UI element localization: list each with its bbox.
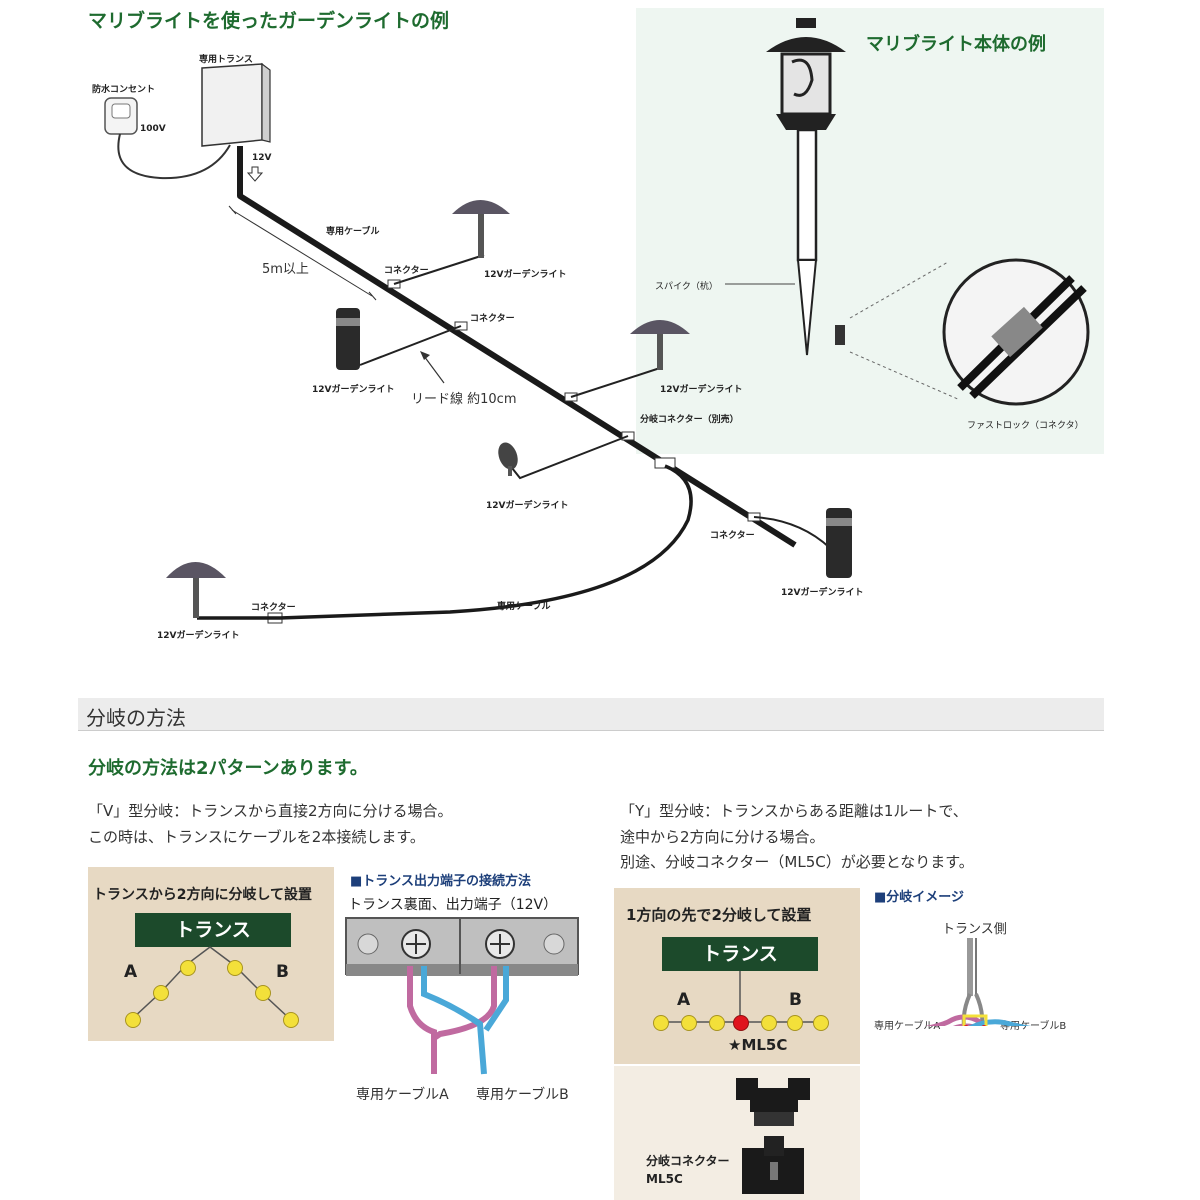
branch-connector-label-2: ML5C <box>646 1172 683 1186</box>
body-example-title: マリブライト本体の例 <box>866 34 1046 55</box>
branch-image-cable-b: 専用ケーブルB <box>1000 1021 1067 1032</box>
cable-label-1: 専用ケーブル <box>326 227 380 237</box>
outlet-label: 防水コンセント <box>92 85 156 95</box>
v-dot <box>125 1012 141 1028</box>
connector-label-3: コネクター <box>710 531 755 541</box>
branch-connector-label: 分岐コネクター（別売） <box>640 415 739 425</box>
v-panel-title: トランスから2方向に分岐して設置 <box>93 887 313 903</box>
y-description-1: 「Y」型分岐：トランスからある距離は1ルートで、 <box>620 802 968 820</box>
section-header: 分岐の方法 <box>86 706 186 730</box>
v-transformer-box: トランス <box>135 913 291 947</box>
y-panel-title: 1方向の先で2分岐して設置 <box>626 906 812 924</box>
branch-image-diagram <box>925 938 1032 1026</box>
y-dot <box>787 1015 803 1031</box>
mushroom-light-icon <box>166 562 226 618</box>
outlet-icon <box>104 97 138 135</box>
v-dot <box>153 985 169 1001</box>
v-dot <box>227 960 243 976</box>
connector-label-1: コネクター <box>384 266 429 276</box>
garden-title: マリブライトを使ったガーデンライトの例 <box>88 10 450 32</box>
terminal-title: ■トランス出力端子の接続方法 <box>350 874 532 889</box>
bollard-light-icon <box>336 308 360 370</box>
y-label-b: B <box>789 990 802 1010</box>
v-dot <box>255 985 271 1001</box>
v-branch-lines <box>131 946 291 1020</box>
y-dot <box>761 1015 777 1031</box>
light-label-1: 12Vガーデンライト <box>484 270 567 280</box>
v-label-a: A <box>124 962 138 982</box>
terminal-block <box>345 917 579 1075</box>
y-transformer-box: トランス <box>662 937 818 971</box>
connector-label-4: コネクター <box>251 603 296 613</box>
spot-light-icon <box>498 442 518 476</box>
y-dot <box>653 1015 669 1031</box>
transformer-icon <box>201 62 271 147</box>
light-label-6: 12Vガーデンライト <box>157 631 240 641</box>
garden-diagram <box>104 18 1090 624</box>
lead-label: リード線 約10cm <box>411 392 517 407</box>
lamp-body-icon <box>766 18 846 356</box>
fastlock-zoom-icon <box>835 258 1090 406</box>
light-label-5: 12Vガーデンライト <box>781 588 864 598</box>
light-label-3: 12Vガーデンライト <box>660 385 743 395</box>
terminal-cable-b: 専用ケーブルB <box>476 1087 569 1103</box>
light-label-2: 12Vガーデンライト <box>312 385 395 395</box>
voltage-12-label: 12V <box>252 153 272 163</box>
y-description-3: 別途、分岐コネクター（ML5C）が必要となります。 <box>620 853 974 871</box>
y-label-a: A <box>677 990 691 1010</box>
branch-connector-label-1: 分岐コネクター <box>646 1154 730 1168</box>
terminal-cable-a: 専用ケーブルA <box>356 1087 449 1103</box>
y-dot <box>813 1015 829 1031</box>
cable-label-2: 専用ケーブル <box>497 602 551 612</box>
voltage-100-label: 100V <box>140 124 166 134</box>
branch-image-side: トランス側 <box>942 922 1007 937</box>
v-description-1: 「V」型分岐：トランスから直接2方向に分ける場合。 <box>88 802 453 820</box>
bollard-light-icon <box>826 508 852 578</box>
ml5c-dot <box>733 1015 749 1031</box>
light-label-4: 12Vガーデンライト <box>486 501 569 511</box>
v-label-b: B <box>276 962 289 982</box>
y-description-2: 途中から2方向に分ける場合。 <box>620 828 825 846</box>
connector-label-2: コネクター <box>470 314 515 324</box>
v-dot <box>283 1012 299 1028</box>
y-dot <box>681 1015 697 1031</box>
branch-image-cable-a: 専用ケーブルA <box>874 1021 941 1032</box>
transformer-label: 専用トランス <box>199 55 253 65</box>
v-dot <box>180 960 196 976</box>
terminal-caption: トランス裏面、出力端子（12V） <box>348 897 558 913</box>
y-dot <box>709 1015 725 1031</box>
branch-image-title: ■分岐イメージ <box>874 890 965 905</box>
mushroom-light-icon <box>630 320 690 370</box>
section-header-bar <box>78 698 1104 731</box>
v-description-2: この時は、トランスにケーブルを2本接続します。 <box>88 828 425 846</box>
ml5c-label: ★ML5C <box>728 1036 788 1054</box>
mushroom-light-icon <box>452 200 510 258</box>
branch-connector-icon <box>736 1078 810 1194</box>
spike-label: スパイク（杭） <box>655 282 718 292</box>
distance-label: 5m以上 <box>262 262 309 277</box>
section-subtitle: 分岐の方法は2パターンあります。 <box>88 758 368 779</box>
fastlock-label: ファストロック（コネクタ） <box>967 421 1084 431</box>
y-branch-panel <box>614 888 860 1064</box>
